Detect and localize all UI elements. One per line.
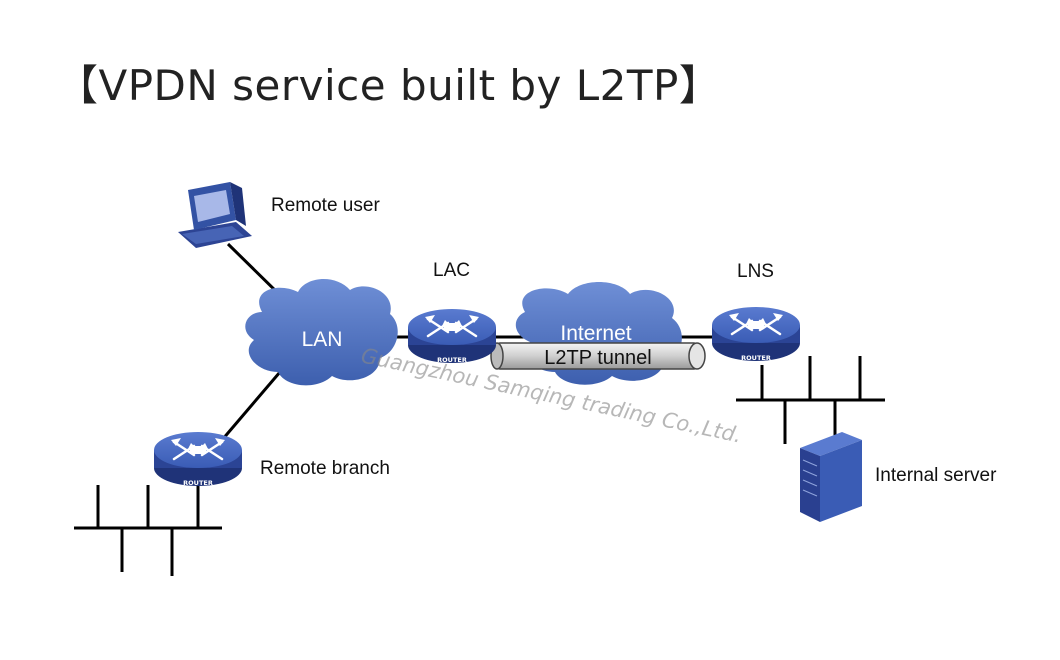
lac-label: LAC xyxy=(433,260,470,281)
server-tower-icon xyxy=(800,432,862,522)
lns-label: LNS xyxy=(737,261,774,282)
desktop-computer-icon xyxy=(178,182,252,248)
page-title: 【VPDN service built by L2TP】 xyxy=(56,61,722,110)
internal-lan-bus xyxy=(736,356,885,448)
router-text: ROUTER xyxy=(741,354,771,362)
remote-user-label: Remote user xyxy=(271,195,380,216)
l2tp-tunnel: L2TP tunnel xyxy=(490,342,706,370)
lns-router-icon: ROUTER xyxy=(710,305,802,363)
internet-label: Internet xyxy=(560,322,631,345)
lan-cloud-icon: LAN xyxy=(245,278,398,386)
router-text: ROUTER xyxy=(437,356,467,364)
remote-branch-label: Remote branch xyxy=(260,458,390,479)
internal-server-label: Internal server xyxy=(875,465,997,486)
l2tp-tunnel-label: L2TP tunnel xyxy=(544,347,652,369)
remote-branch-bus xyxy=(74,485,222,576)
lac-router-icon: ROUTER xyxy=(406,307,498,365)
remote-branch-router-icon: ROUTER xyxy=(152,430,244,488)
lan-label: LAN xyxy=(302,328,343,351)
link-lan-branch xyxy=(220,371,282,441)
router-text: ROUTER xyxy=(183,479,213,487)
